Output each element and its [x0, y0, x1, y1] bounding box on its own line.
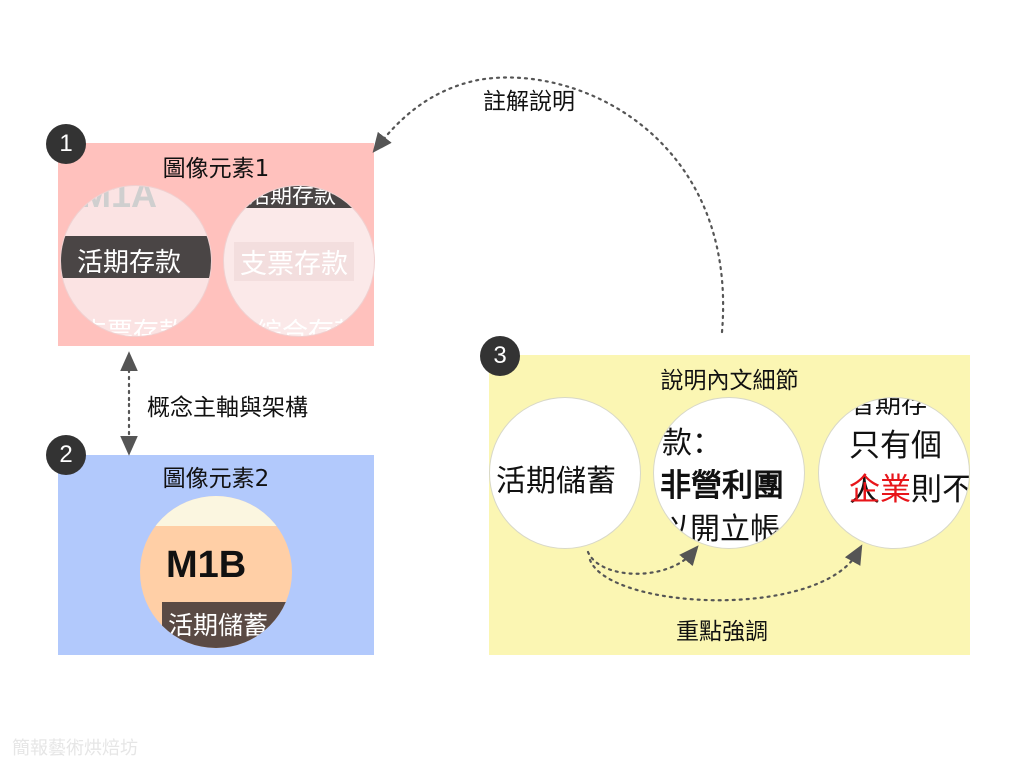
circle-m1a-bottom-text: 支票存款 [81, 318, 186, 337]
circle-m1b-bottom-bar [162, 602, 292, 648]
concept-axis-label: 概念主軸與架構 [147, 395, 308, 421]
circle-individual-line2: 只有個人 [849, 428, 942, 509]
annotation-label: 註解說明 [483, 89, 575, 115]
circle-individual-red-text: 企業 [849, 472, 911, 508]
step-badge-1: 1 [46, 124, 86, 164]
panel-image-element-1: 圖像元素1 M1A 活期存款 支票存款 活期存款 支票存款 綜合存款 [58, 143, 375, 346]
panel-3-title: 說明內文細節 [660, 368, 799, 394]
circle-m1a-mid-text: 活期存款 [77, 248, 182, 278]
circle-checking-mid-text: 支票存款 [234, 242, 354, 281]
footer-watermark: 簡報藝術烘焙坊 [12, 738, 138, 759]
magnifier-circle-individual: 者期存 只有個人 企業則不 [818, 397, 970, 549]
circle-individual-line1: 者期存 [849, 397, 928, 420]
circle-m1b-top-text: M1B [166, 544, 247, 586]
circle-m1a-highlight-bar [61, 236, 211, 278]
panel-1-title: 圖像元素1 [162, 156, 270, 182]
emphasis-arrow-long [588, 544, 863, 602]
circle-individual-black-text: 則不 [911, 472, 970, 508]
panel-detail-text: 說明內文細節 活期儲蓄 款： 非營利團 以開立帳 者期存 只有個人 企業則不 [489, 355, 970, 655]
step-badge-2: 2 [46, 435, 86, 475]
panel-2-title: 圖像元素2 [162, 466, 270, 492]
circle-checking-bottom-text: 綜合存款 [256, 318, 361, 337]
circle-m1b-top-band [140, 496, 292, 526]
circle-m1b-bottom-text: 活期儲蓄 [168, 611, 269, 640]
magnifier-circle-savings: 活期儲蓄 [489, 397, 641, 549]
step-badge-3: 3 [480, 336, 520, 376]
circle-individual-line3: 企業則不 [849, 464, 970, 509]
circle-nonprofit-line2: 非營利團 [660, 468, 784, 504]
circle-m1a-top-text: M1A [81, 185, 158, 215]
magnifier-circle-nonprofit: 款： 非營利團 以開立帳 [653, 397, 805, 549]
circle-checking-top-bar [224, 186, 374, 208]
magnifier-circle-checking: 活期存款 支票存款 綜合存款 [223, 185, 375, 337]
magnifier-circle-m1a: M1A 活期存款 支票存款 [60, 185, 212, 337]
circle-nonprofit-line1: 款： [662, 426, 722, 461]
emphasis-label: 重點強調 [676, 619, 768, 645]
annotation-arrow [372, 76, 725, 334]
circle-checking-top-text: 活期存款 [248, 185, 337, 209]
circle-nonprofit-line3: 以開立帳 [660, 512, 780, 547]
circle-savings-text: 活期儲蓄 [496, 464, 616, 499]
panel-image-element-2: 圖像元素2 M1B 活期儲蓄 [58, 455, 374, 655]
magnifier-circle-m1b: M1B 活期儲蓄 [140, 496, 292, 648]
emphasis-arrow-short [586, 545, 699, 575]
